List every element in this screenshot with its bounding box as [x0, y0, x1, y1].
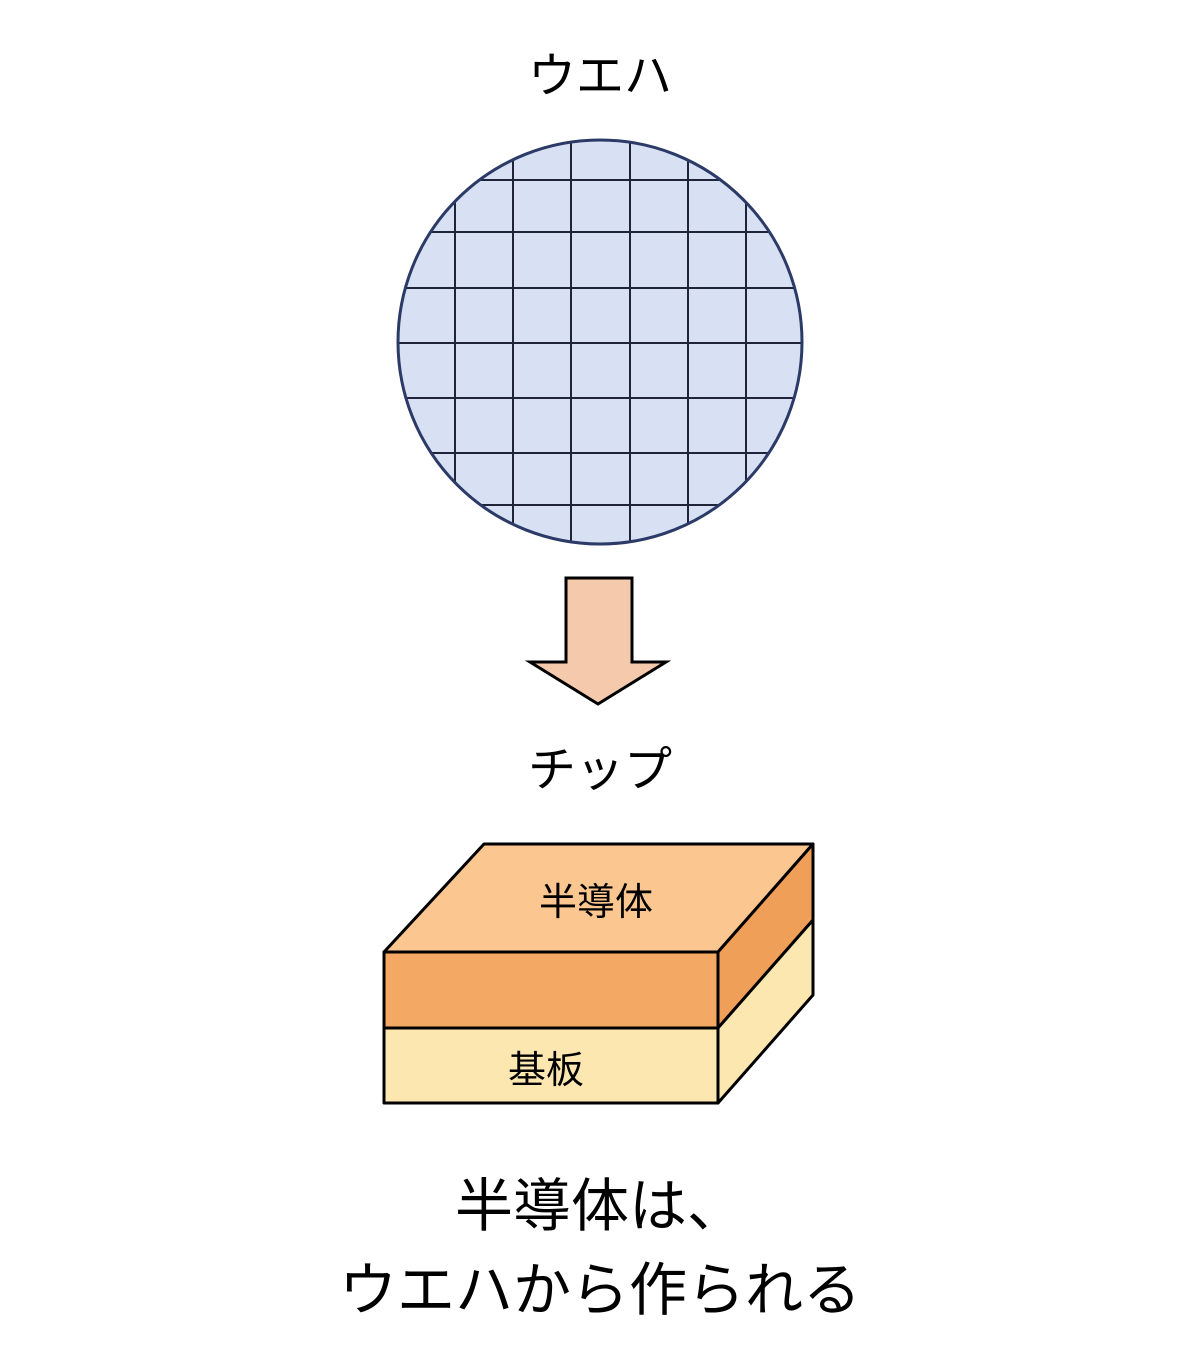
- wafer: [396, 138, 804, 546]
- substrate-label: 基板: [508, 1048, 584, 1092]
- wafer-title: ウエハ: [527, 48, 672, 104]
- semiconductor-label: 半導体: [539, 880, 653, 924]
- caption-line-1: 半導体は、: [454, 1172, 745, 1240]
- chip-title: チップ: [527, 742, 672, 798]
- wafer-outline: [396, 138, 804, 546]
- substrate-front-face: [382, 1026, 720, 1105]
- caption-line-2: ウエハから作られる: [338, 1256, 861, 1324]
- down-arrow: [524, 576, 672, 706]
- semiconductor-front-face: [382, 950, 720, 1030]
- chip-block: 半導体 基板: [382, 842, 815, 1105]
